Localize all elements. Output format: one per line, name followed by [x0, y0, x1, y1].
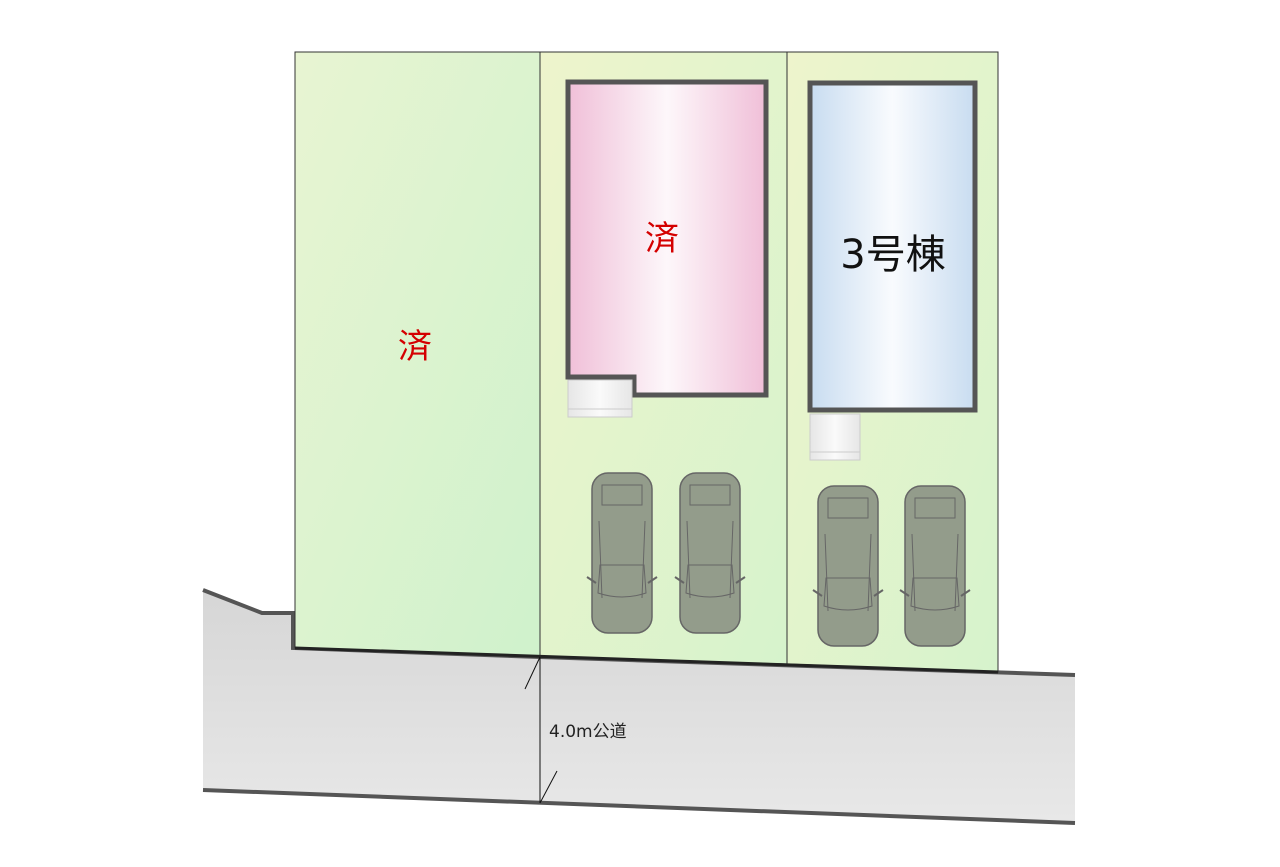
road-label: 4.0m公道: [549, 722, 627, 742]
lot-2-status-label: 済: [645, 219, 679, 259]
porch-lot-2: [567, 379, 633, 418]
car-icon: [586, 472, 658, 634]
lot-frontage-line: [294, 646, 999, 674]
house-lot-3: [807, 80, 978, 413]
lot-3-building-label: 3号棟: [840, 232, 945, 278]
public-road: [203, 590, 1075, 823]
lot-1-status-label: 済: [398, 327, 432, 367]
car-icon: [899, 485, 971, 647]
dimension-tick: [539, 770, 558, 804]
car-icon: [812, 485, 884, 647]
car-icon: [674, 472, 746, 634]
road-edge-bottom: [202, 788, 1076, 825]
porch-lot-3: [809, 413, 861, 461]
house-lot-2: [565, 79, 769, 398]
dimension-tick: [524, 656, 541, 690]
parking-cars: [586, 472, 971, 647]
